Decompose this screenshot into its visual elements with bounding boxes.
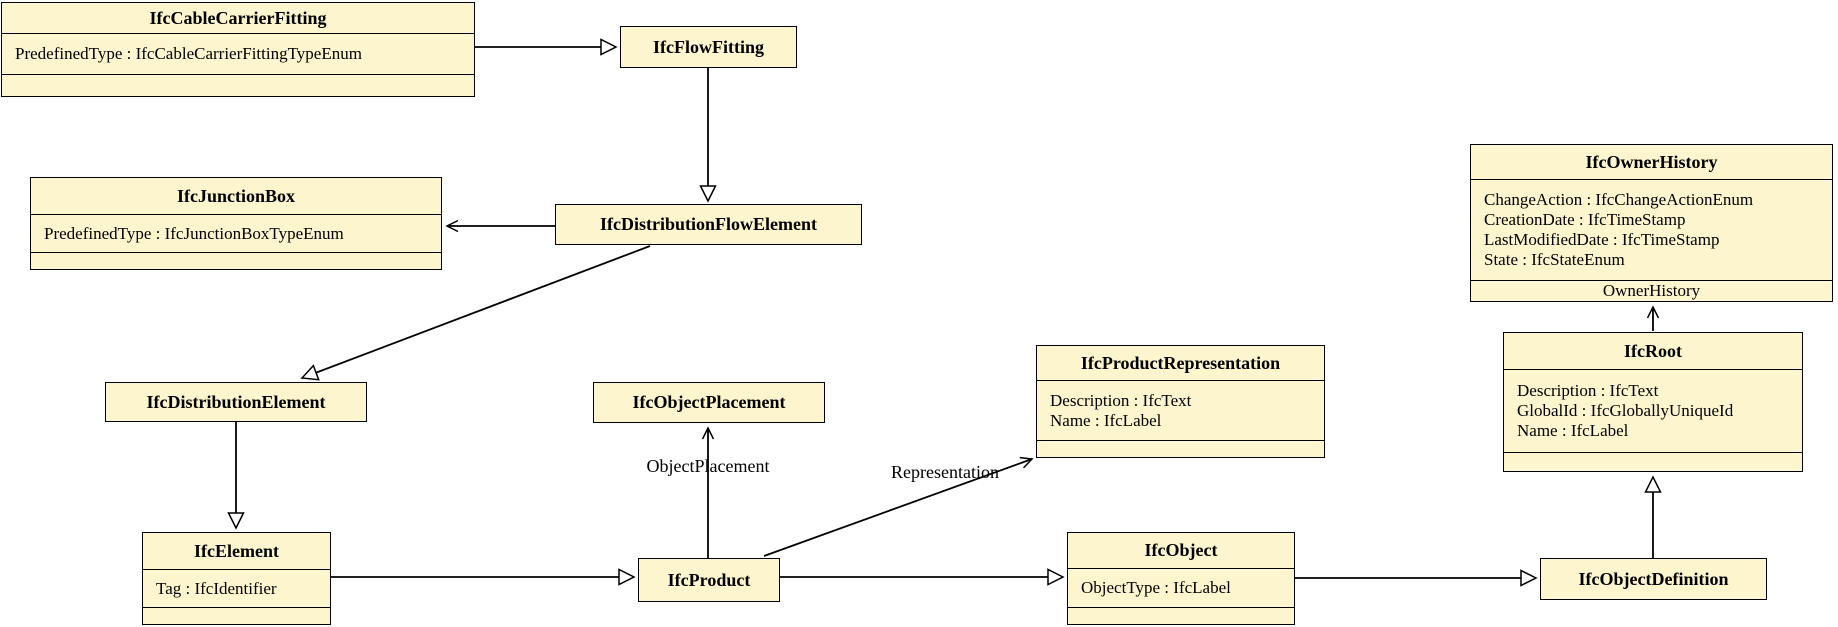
class-name: IfcJunctionBox xyxy=(31,178,441,215)
class-box-ifcdistributionflowelement[interactable]: IfcDistributionFlowElement xyxy=(555,204,862,245)
class-name: IfcObjectPlacement xyxy=(632,392,786,412)
class-attribute: PredefinedType : IfcJunctionBoxTypeEnum xyxy=(44,223,344,243)
class-name: IfcRoot xyxy=(1504,333,1802,370)
class-attribute: Name : IfcLabel xyxy=(1517,421,1629,440)
class-attribute: State : IfcStateEnum xyxy=(1484,250,1625,270)
ownerhistory-association-label: OwnerHistory xyxy=(1602,281,1701,300)
class-attribute: CreationDate : IfcTimeStamp xyxy=(1484,210,1686,230)
class-attribute: Description : IfcText xyxy=(1517,381,1659,400)
objectplacement-edge-label: ObjectPlacement xyxy=(646,456,770,476)
representation-edge-label: Representation xyxy=(891,462,999,482)
class-name: IfcDistributionElement xyxy=(146,391,326,412)
class-box-ifcjunctionbox[interactable]: IfcJunctionBox PredefinedType : IfcJunct… xyxy=(30,177,442,270)
class-empty-compartment xyxy=(143,608,330,624)
class-empty-compartment xyxy=(1504,453,1802,471)
class-attributes: PredefinedType : IfcJunctionBoxTypeEnum xyxy=(31,215,441,253)
class-attribute: LastModifiedDate : IfcTimeStamp xyxy=(1484,230,1720,250)
class-attribute: ChangeAction : IfcChangeActionEnum xyxy=(1484,190,1754,210)
class-attribute: Name : IfcLabel xyxy=(1050,410,1162,430)
class-name: IfcObjectDefinition xyxy=(1578,568,1729,589)
class-empty-compartment xyxy=(1037,441,1324,457)
class-attributes: Description : IfcText Name : IfcLabel xyxy=(1037,381,1324,441)
class-box-ifcflowfitting[interactable]: IfcFlowFitting xyxy=(620,26,797,68)
class-name: IfcProductRepresentation xyxy=(1037,346,1324,381)
class-attributes: Description : IfcText GlobalId : IfcGlob… xyxy=(1504,370,1802,453)
class-attributes: ObjectType : IfcLabel xyxy=(1068,569,1294,608)
class-attribute: ObjectType : IfcLabel xyxy=(1081,578,1231,597)
class-box-ifcroot[interactable]: IfcRoot Description : IfcText GlobalId :… xyxy=(1503,332,1803,472)
class-box-ifcobjectdefinition[interactable]: IfcObjectDefinition xyxy=(1540,558,1767,600)
class-box-ifcobjectplacement[interactable]: IfcObjectPlacement xyxy=(593,382,825,423)
class-name: IfcElement xyxy=(143,533,330,570)
class-box-ifcelement[interactable]: IfcElement Tag : IfcIdentifier xyxy=(142,532,331,625)
class-empty-compartment xyxy=(31,253,441,269)
class-box-ifcproductrepresentation[interactable]: IfcProductRepresentation Description : I… xyxy=(1036,345,1325,458)
class-box-ifcownerhistory[interactable]: IfcOwnerHistory ChangeAction : IfcChange… xyxy=(1470,144,1833,302)
class-name: IfcOwnerHistory xyxy=(1471,145,1832,181)
class-attributes: Tag : IfcIdentifier xyxy=(143,570,330,608)
class-name: IfcObject xyxy=(1068,533,1294,569)
class-name: IfcFlowFitting xyxy=(653,36,764,57)
class-box-ifcdistributionelement[interactable]: IfcDistributionElement xyxy=(105,382,367,422)
class-attributes: PredefinedType : IfcCableCarrierFittingT… xyxy=(2,34,474,75)
class-attribute: GlobalId : IfcGloballyUniqueId xyxy=(1517,401,1734,420)
class-name: IfcProduct xyxy=(667,569,751,590)
class-attribute: PredefinedType : IfcCableCarrierFittingT… xyxy=(15,44,362,63)
class-attribute: Description : IfcText xyxy=(1050,390,1192,410)
edge-distributionflowelement-to-distributionelement xyxy=(300,245,651,381)
class-attributes: ChangeAction : IfcChangeActionEnum Creat… xyxy=(1471,180,1832,281)
class-box-ifccablecarrierfitting[interactable]: IfcCableCarrierFitting PredefinedType : … xyxy=(1,2,475,97)
class-empty-compartment xyxy=(2,75,474,96)
class-attribute: Tag : IfcIdentifier xyxy=(156,578,277,598)
class-box-ifcproduct[interactable]: IfcProduct xyxy=(638,558,780,602)
class-name: IfcCableCarrierFitting xyxy=(2,3,474,34)
edge-product-representation-association xyxy=(763,456,1034,557)
class-empty-compartment xyxy=(1068,608,1294,624)
class-name: IfcDistributionFlowElement xyxy=(600,214,817,234)
class-box-ifcobject[interactable]: IfcObject ObjectType : IfcLabel xyxy=(1067,532,1295,625)
